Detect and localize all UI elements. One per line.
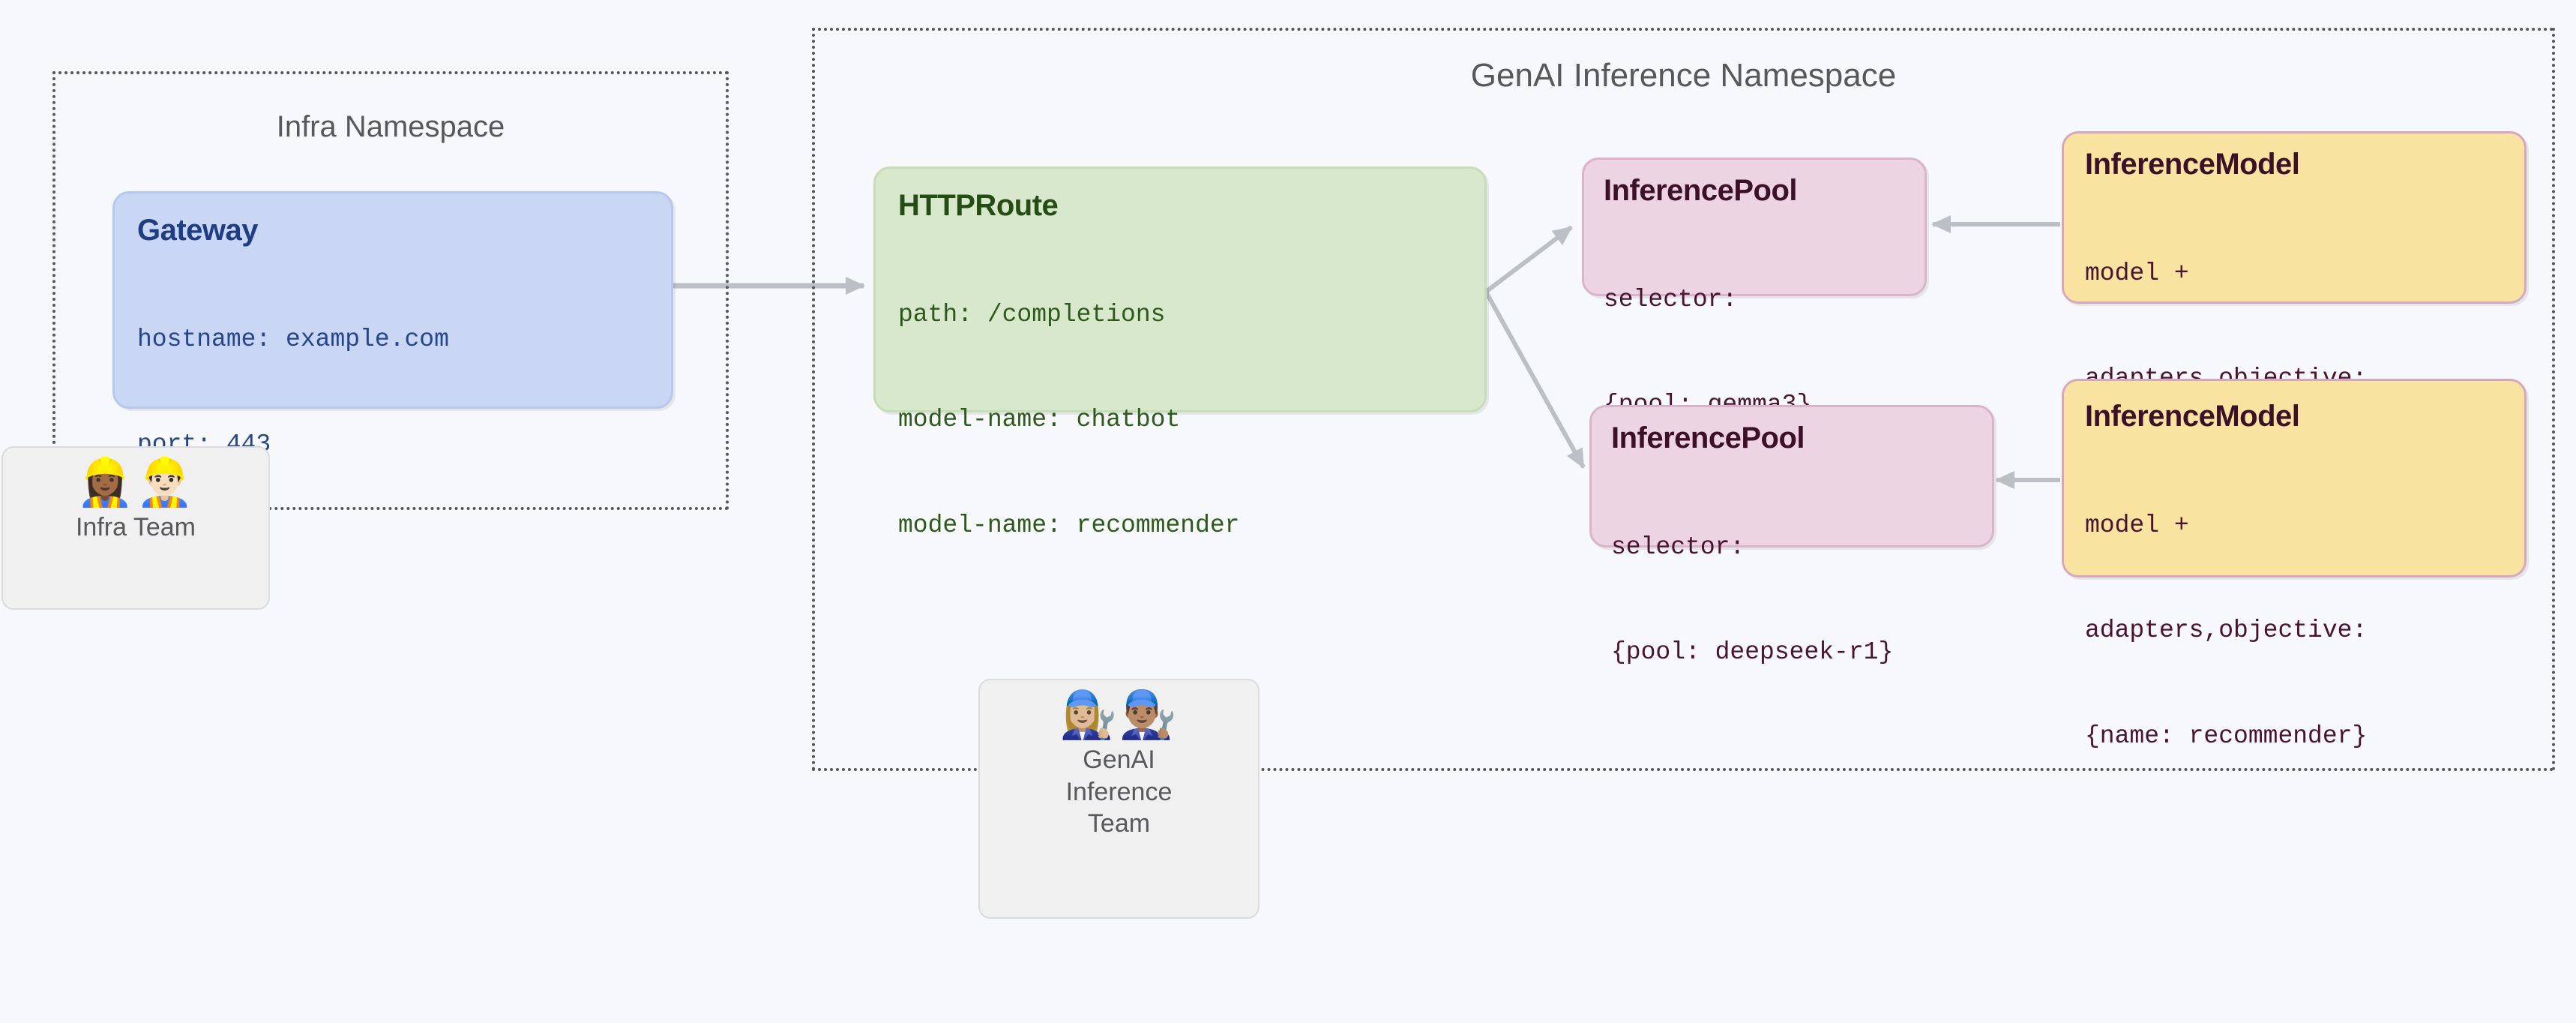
inferencepool-deepseek-spec: selector: {pool: deepseek-r1} (1611, 460, 1972, 741)
inferencemodel-recommender-spec-line: adapters,objective: (2085, 616, 2368, 645)
inferencepool-gemma3-kind-label: InferencePool (1604, 174, 1798, 207)
httproute-spec-line: model-name: recommender (898, 511, 1240, 539)
namespace-infra-title: Infra Namespace (276, 110, 505, 143)
infra-team-avatar-icons: 👷🏾‍♀️👷🏻‍♂️ (76, 457, 196, 508)
genai-team-label: GenAI Inference Team (1065, 746, 1173, 838)
namespace-genai-title: GenAI Inference Namespace (1470, 57, 1897, 94)
inferencepool-deepseek-spec-line: {pool: deepseek-r1} (1611, 638, 1894, 667)
inferencemodel-recommender-spec-line: {name: recommender} (2085, 722, 2368, 750)
inferencepool-deepseek-card[interactable]: InferencePool selector: {pool: deepseek-… (1589, 405, 1994, 666)
inferencemodel-recommender-spec: model + adapters,objective: {name: recom… (2085, 438, 2503, 824)
gateway-spec-line: hostname: example.com (137, 325, 449, 353)
inferencepool-gemma3-spec-line: selector: (1604, 285, 1738, 314)
gateway-kind-label: Gateway (137, 214, 259, 247)
httproute-spec: path: /completions model-name: chatbot m… (898, 227, 1462, 614)
inferencemodel-recommender-kind-label: InferenceModel (2085, 400, 2300, 433)
inferencemodel-chatbot-card[interactable]: InferenceModel model + adapters,objectiv… (2062, 131, 2527, 498)
inferencemodel-recommender-card[interactable]: InferenceModel model + adapters,objectiv… (2062, 379, 2527, 750)
namespace-infra: Infra Namespace (52, 71, 729, 510)
team-badge-genai[interactable]: 👩🏼‍🔧👨🏽‍🔧 GenAI Inference Team (978, 679, 1260, 919)
inferencemodel-recommender-spec-line: model + (2085, 511, 2189, 539)
httproute-spec-line: model-name: chatbot (898, 406, 1181, 434)
infra-team-label: Infra Team (75, 513, 196, 542)
inferencepool-deepseek-kind-label: InferencePool (1611, 422, 1805, 454)
httproute-card[interactable]: HTTPRoute path: /completions model-name:… (873, 166, 1487, 539)
httproute-kind-label: HTTPRoute (898, 189, 1059, 222)
team-badge-infra[interactable]: 👷🏾‍♀️👷🏻‍♂️ Infra Team (1, 446, 270, 610)
gateway-card[interactable]: Gateway hostname: example.com port: 443 (112, 191, 673, 458)
inferencemodel-chatbot-kind-label: InferenceModel (2085, 148, 2300, 181)
genai-team-avatar-icons: 👩🏼‍🔧👨🏽‍🔧 (1059, 689, 1179, 741)
inferencepool-gemma3-card[interactable]: InferencePool selector: {pool: gemma3} (1582, 158, 1927, 418)
httproute-spec-line: path: /completions (898, 300, 1166, 328)
gateway-spec: hostname: example.com port: 443 (137, 252, 648, 533)
inferencepool-deepseek-spec-line: selector: (1611, 532, 1745, 561)
namespace-genai: GenAI Inference Namespace (812, 28, 2555, 771)
inferencemodel-chatbot-spec-line: model + (2085, 259, 2189, 287)
